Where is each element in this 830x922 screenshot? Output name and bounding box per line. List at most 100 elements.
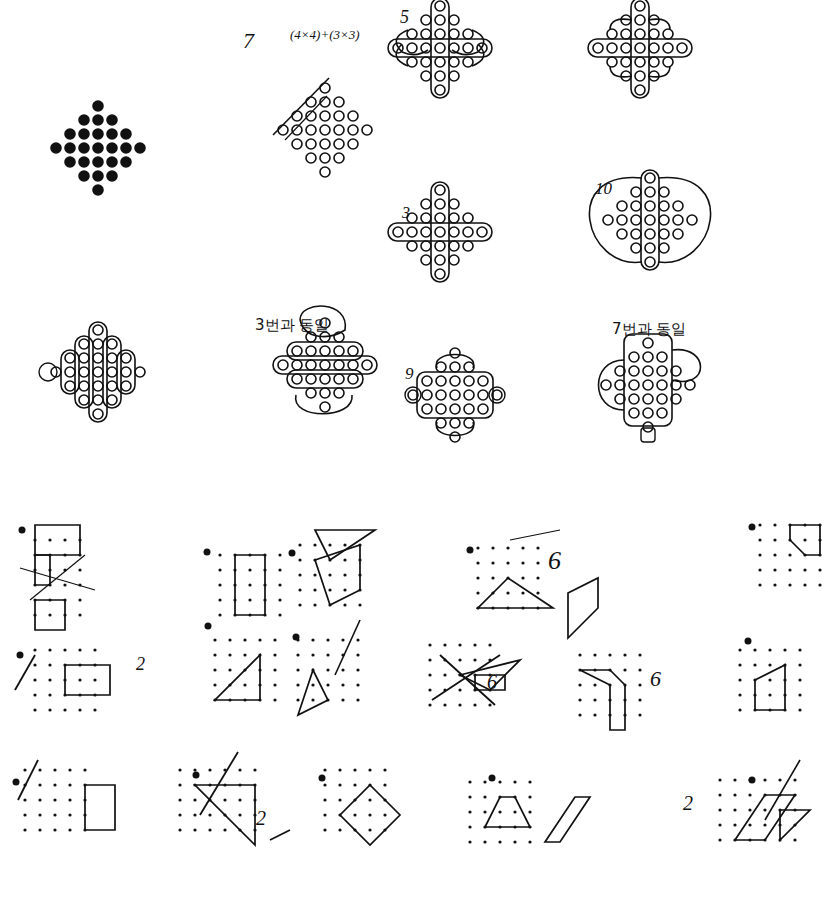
dot	[79, 129, 89, 139]
dot	[450, 362, 460, 372]
dot	[334, 153, 344, 163]
grid-dot	[93, 678, 96, 681]
grid-dot	[313, 603, 316, 606]
grouping-loop	[388, 39, 492, 57]
grid-dot	[278, 583, 281, 586]
bullet-dot	[319, 775, 326, 782]
dot	[107, 395, 117, 405]
grid-dot	[738, 678, 741, 681]
dot	[635, 1, 645, 11]
dot	[450, 404, 460, 414]
grid-dot	[48, 678, 51, 681]
grid-dot	[718, 808, 721, 811]
dot	[643, 408, 653, 418]
grid-dot	[338, 798, 341, 801]
grid-dot	[63, 538, 66, 541]
handwritten-label: 3번과 동일	[255, 318, 329, 333]
dot	[607, 57, 617, 67]
dot	[436, 418, 446, 428]
dot	[121, 381, 131, 391]
grid-dot	[68, 828, 71, 831]
grid-dot	[356, 638, 359, 641]
handwritten-label: 6	[548, 548, 561, 574]
dot	[435, 1, 445, 11]
grid-dot	[818, 568, 821, 571]
dot	[593, 43, 603, 53]
dot	[435, 255, 445, 265]
grid-dot	[341, 698, 344, 701]
dot	[334, 374, 344, 384]
grid-dot	[38, 768, 41, 771]
grouping-loop	[287, 370, 363, 388]
dot	[348, 360, 358, 370]
dot	[463, 29, 473, 39]
bullet-dot	[289, 550, 296, 557]
dot	[645, 257, 655, 267]
grid-shape	[235, 555, 265, 615]
grid-dot	[278, 568, 281, 571]
grid-shape	[545, 797, 590, 842]
dot	[107, 157, 117, 167]
dot	[663, 57, 673, 67]
dot	[348, 346, 358, 356]
grouping-loop	[672, 350, 701, 382]
dot	[306, 139, 316, 149]
scribble-line	[510, 530, 560, 540]
grid-shape	[195, 785, 255, 845]
grid-dot	[798, 648, 801, 651]
dot	[79, 353, 89, 363]
grid-dot	[483, 810, 486, 813]
grid-dot	[228, 638, 231, 641]
dot	[278, 360, 288, 370]
dot	[306, 388, 316, 398]
grid-dot	[311, 638, 314, 641]
grid-dot	[748, 793, 751, 796]
bullet-dot	[293, 634, 300, 641]
dot	[334, 360, 344, 370]
dot	[649, 29, 659, 39]
grouping-loop	[436, 355, 473, 369]
grid-dot	[521, 576, 524, 579]
dot	[292, 346, 302, 356]
grid-shape	[65, 665, 110, 695]
dot	[645, 187, 655, 197]
grid-dot	[33, 678, 36, 681]
dot	[334, 111, 344, 121]
grid-dot	[748, 823, 751, 826]
grid-dot	[218, 613, 221, 616]
grid-dot	[326, 683, 329, 686]
grid-dot	[763, 823, 766, 826]
grid-dot	[338, 768, 341, 771]
dot	[306, 153, 316, 163]
grid-dot	[326, 653, 329, 656]
dot	[657, 380, 667, 390]
grid-dot	[476, 591, 479, 594]
grid-shape	[35, 600, 65, 630]
dot	[93, 381, 103, 391]
grid-dot	[428, 643, 431, 646]
dot	[421, 241, 431, 251]
grid-dot	[498, 780, 501, 783]
grid-dot	[803, 538, 806, 541]
dot	[107, 115, 117, 125]
grid-dot	[323, 828, 326, 831]
dot	[348, 374, 358, 384]
grid-shape	[790, 525, 820, 555]
grid-dot	[443, 643, 446, 646]
grouping-loop	[89, 322, 107, 422]
grid-dot	[223, 798, 226, 801]
grid-dot	[356, 668, 359, 671]
dot	[659, 243, 669, 253]
dot	[362, 125, 372, 135]
grid-dot	[48, 648, 51, 651]
dot	[334, 125, 344, 135]
dot	[436, 376, 446, 386]
grid-dot	[33, 663, 36, 666]
grid-dot	[383, 783, 386, 786]
grid-dot	[488, 643, 491, 646]
dot	[449, 255, 459, 265]
grid-dot	[218, 598, 221, 601]
dot	[436, 362, 446, 372]
grid-dot	[296, 668, 299, 671]
grid-dot	[298, 573, 301, 576]
